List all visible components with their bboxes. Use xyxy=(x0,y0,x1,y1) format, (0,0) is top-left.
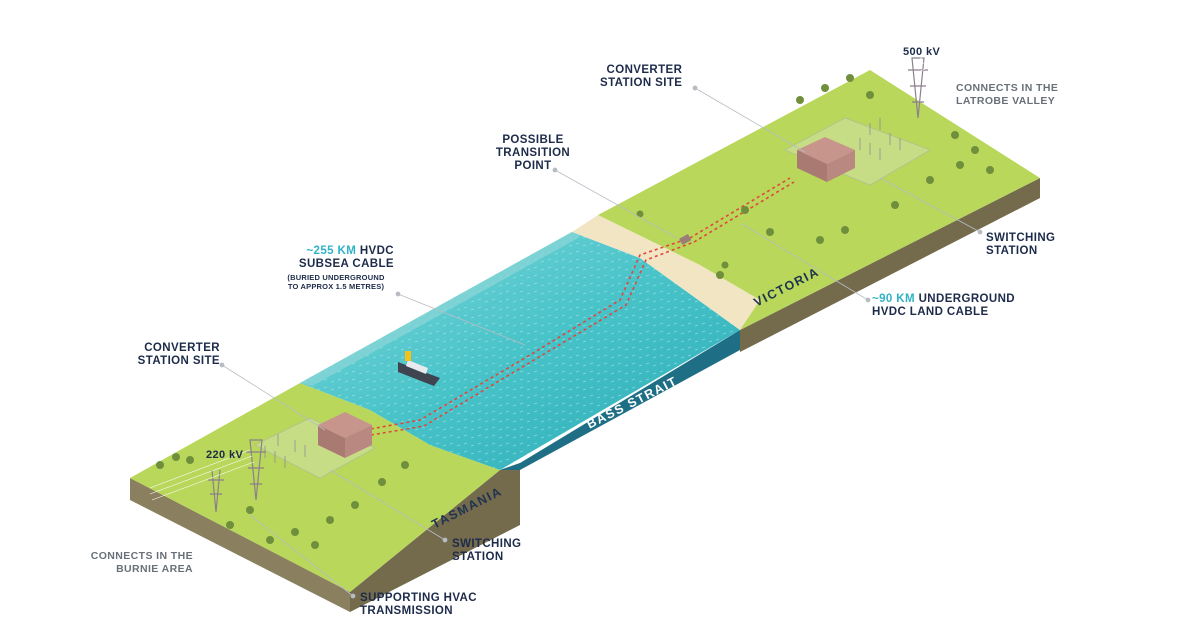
switching-vic-line2: STATION xyxy=(986,245,1038,257)
trees xyxy=(156,74,994,549)
leader-lines xyxy=(219,85,983,599)
hvdc-cables xyxy=(364,177,795,437)
tasmania-front-face xyxy=(130,478,350,612)
transition-line2: TRANSITION xyxy=(495,147,571,159)
victoria-side-face xyxy=(740,178,1040,352)
tasmania-converter-station xyxy=(254,412,376,479)
subsea-note-line2: TO APPROX 1.5 METRES) xyxy=(287,282,385,291)
converter-tas-line2: STATION SITE xyxy=(137,355,220,367)
transition-pit xyxy=(679,234,692,245)
land-cable xyxy=(689,177,791,239)
label-converter-station-tasmania: CONVERTER STATION SITE xyxy=(128,342,220,368)
label-switching-station-tasmania: SWITCHING STATION xyxy=(452,538,521,564)
sea-shelf xyxy=(300,232,580,386)
label-transition-point: POSSIBLE TRANSITION POINT xyxy=(478,134,588,173)
subsea-cable-2 xyxy=(364,241,695,437)
victoria-transmission-tower xyxy=(908,29,971,119)
hvac-line1: SUPPORTING HVAC xyxy=(360,592,477,604)
switching-tas-line1: SWITCHING xyxy=(452,538,522,550)
subsea-hvdc: HVDC xyxy=(356,245,394,257)
label-connects-latrobe: CONNECTS IN THE LATROBE VALLEY xyxy=(956,82,1058,108)
subsea-note-line1: (BURIED UNDERGROUND xyxy=(287,273,385,282)
cable-ship xyxy=(398,351,440,386)
converter-vic-line1: CONVERTER xyxy=(606,64,683,76)
label-supporting-hvac: SUPPORTING HVAC TRANSMISSION xyxy=(360,592,477,618)
land-line2: HVDC LAND CABLE xyxy=(872,306,989,318)
label-connects-burnie: CONNECTS IN THE BURNIE AREA xyxy=(85,550,193,576)
subsea-line2: SUBSEA CABLE xyxy=(298,258,394,270)
hvac-line2: TRANSMISSION xyxy=(360,605,453,617)
terrain-block xyxy=(130,70,1040,612)
land-cable-2 xyxy=(693,181,795,243)
land-km: ~90 KM xyxy=(872,293,915,305)
switching-tas-line2: STATION xyxy=(452,551,504,563)
victoria-converter-station xyxy=(784,117,931,186)
tasmania-side-face xyxy=(350,463,520,612)
subsea-km: ~255 KM xyxy=(306,245,357,257)
transition-line1: POSSIBLE xyxy=(502,134,564,146)
connects-tas-line1: CONNECTS IN THE xyxy=(90,550,193,562)
land-rest: UNDERGROUND xyxy=(915,293,1015,305)
connects-vic-line2: LATROBE VALLEY xyxy=(956,95,1056,107)
victoria-land xyxy=(598,70,1040,330)
tasmania-land xyxy=(130,383,500,592)
label-switching-station-victoria: SWITCHING STATION xyxy=(986,232,1055,258)
label-subsea-cable: ~255 KM HVDC SUBSEA CABLE xyxy=(280,245,394,271)
connects-tas-line2: BURNIE AREA xyxy=(116,563,193,575)
victoria-beach xyxy=(572,215,760,330)
label-subsea-note: (BURIED UNDERGROUND TO APPROX 1.5 METRES… xyxy=(282,273,390,291)
label-land-cable: ~90 KM UNDERGROUND HVDC LAND CABLE xyxy=(872,293,1015,319)
voltage-tasmania: 220 kV xyxy=(206,449,244,461)
converter-vic-line2: STATION SITE xyxy=(600,77,683,89)
switching-vic-line1: SWITCHING xyxy=(986,232,1056,244)
sea-ripples xyxy=(300,232,740,470)
label-converter-station-victoria: CONVERTER STATION SITE xyxy=(600,64,682,90)
voltage-victoria: 500 kV xyxy=(903,46,941,58)
transition-line3: POINT xyxy=(514,160,552,172)
subsea-cable xyxy=(364,237,691,431)
converter-tas-line1: CONVERTER xyxy=(144,342,220,354)
tasmania-transmission-tower xyxy=(149,439,266,513)
connects-vic-line1: CONNECTS IN THE xyxy=(956,82,1059,94)
